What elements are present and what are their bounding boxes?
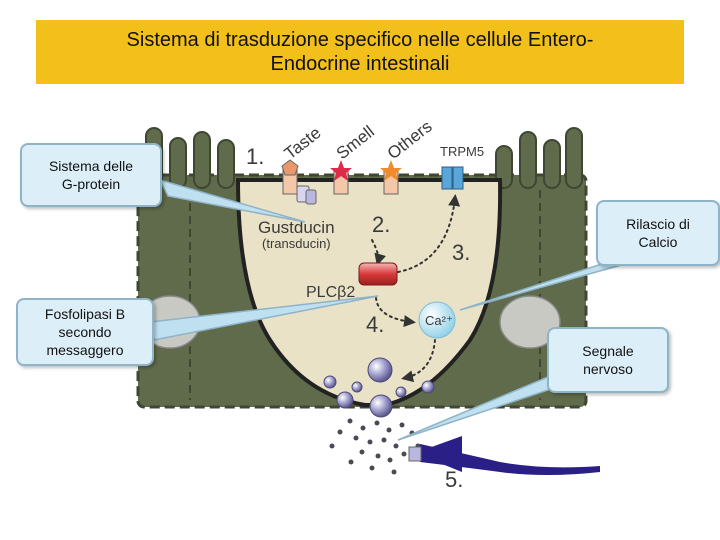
step-4-label: 4.	[366, 312, 384, 337]
step-3-label: 3.	[452, 240, 470, 265]
label-plc: PLCβ2	[306, 284, 355, 301]
slide-title: Sistema di trasduzione specifico nelle c…	[36, 20, 684, 84]
callout-fosfolipasi: Fosfolipasi B secondo messaggero	[16, 298, 154, 366]
step-1-label: 1.	[246, 144, 264, 169]
receptor-taste	[281, 159, 299, 195]
label-transducin: (transducin)	[262, 236, 331, 251]
callout-gprotein-line1: Sistema delle	[48, 158, 134, 174]
callout-segnale: Segnale nervoso	[547, 327, 669, 393]
callout-gprotein: Sistema delle G-protein	[20, 143, 162, 207]
callout-pointers	[149, 178, 635, 441]
callout-fosfolipasi-line3: messaggero	[46, 342, 124, 358]
step-2-label: 2.	[372, 212, 390, 237]
label-taste: Taste	[281, 123, 325, 163]
arrow-plc-to-calcium	[375, 297, 416, 328]
vesicle	[395, 386, 407, 398]
arrow-calcium-to-vesicles	[401, 339, 436, 383]
arrow-gustducin-to-plc	[371, 239, 386, 266]
vesicle	[367, 357, 393, 383]
callout-fosfolipasi-line2: secondo	[58, 324, 112, 340]
title-line-2: Endocrine intestinali	[270, 53, 450, 75]
nerve-fiber	[408, 436, 600, 475]
plc-enzyme	[358, 262, 398, 286]
nerve-receptor	[408, 446, 422, 462]
vesicles	[323, 357, 435, 418]
callout-calcio-line2: Calcio	[638, 234, 678, 250]
vesicle	[351, 381, 363, 393]
callout-gprotein-line2: G-protein	[61, 176, 121, 192]
trpm5-channel	[441, 166, 464, 190]
receptor-smell	[330, 160, 352, 195]
vesicle	[323, 375, 337, 389]
callout-segnale-line1: Segnale	[582, 343, 634, 359]
callout-fosfolipasi-line1: Fosfolipasi B	[44, 306, 126, 322]
callout-segnale-line2: nervoso	[583, 361, 633, 377]
released-molecules	[329, 418, 421, 475]
label-calcium: Ca²⁺	[425, 313, 453, 328]
callout-calcio: Rilascio di Calcio	[596, 200, 720, 266]
calcium-ion	[418, 301, 456, 339]
callout-calcio-line1: Rilascio di	[626, 216, 690, 232]
label-smell: Smell	[333, 122, 378, 163]
vesicle	[369, 394, 393, 418]
receptor-others	[380, 160, 402, 195]
title-line-1: Sistema di trasduzione specifico nelle c…	[126, 29, 594, 51]
vesicle	[421, 380, 435, 394]
gustducin-complex	[296, 185, 317, 205]
label-others: Others	[384, 117, 436, 163]
nucleus-right	[499, 295, 561, 349]
label-trpm5: TRPM5	[440, 144, 484, 159]
vesicle	[336, 391, 354, 409]
step-5-label: 5.	[445, 467, 463, 492]
label-gustducin: Gustducin	[258, 218, 335, 237]
